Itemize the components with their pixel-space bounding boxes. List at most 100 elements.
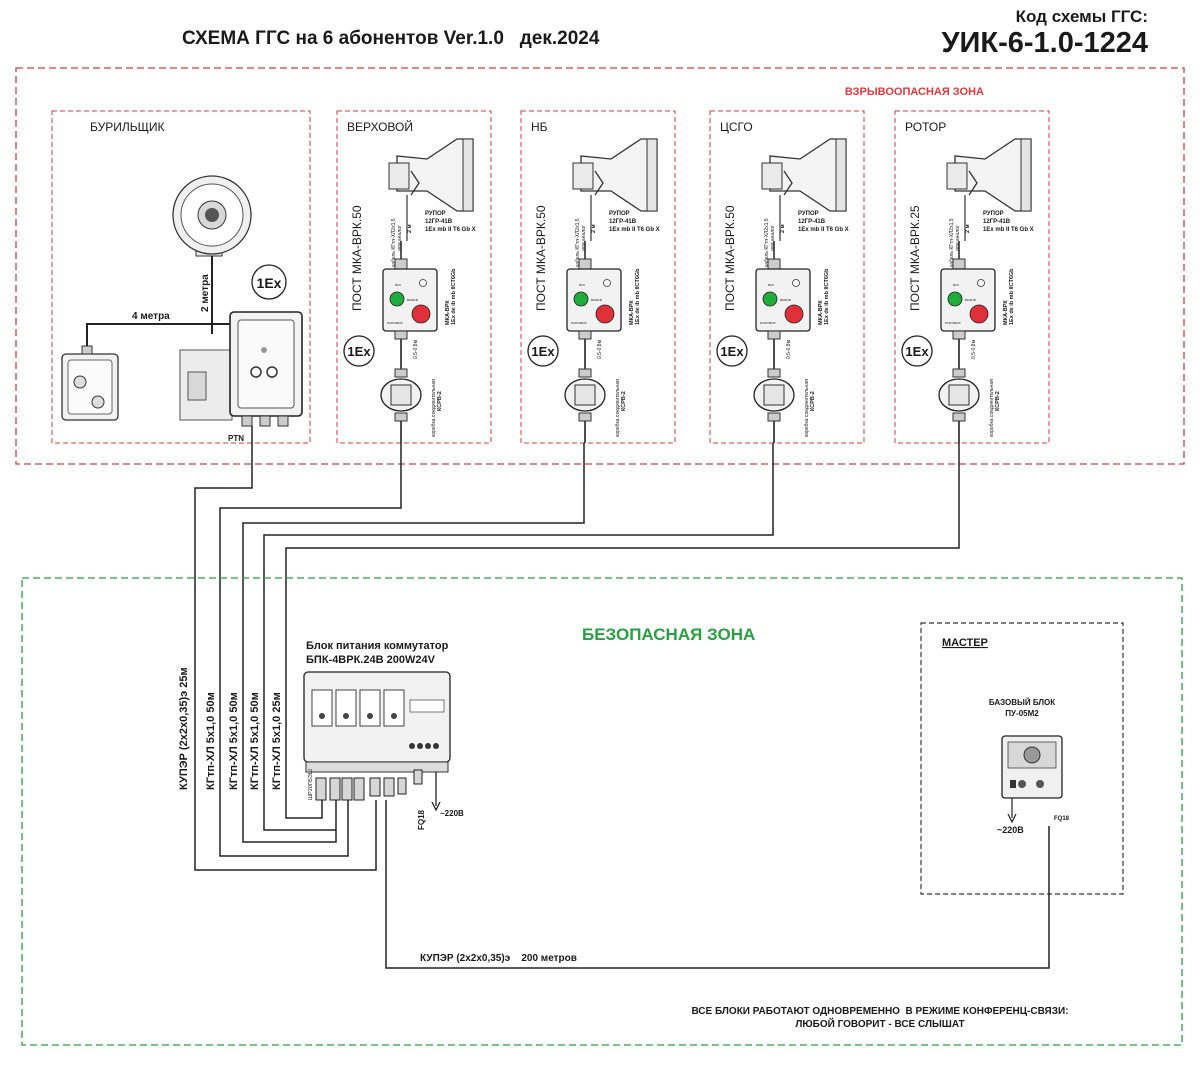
post-block-3: ЦСГО ПОСТ МКА-ВРК.50 РУПОР 12ГР-41В 1Ex … [709,110,865,444]
post-btn-top: ВКЛ [768,283,774,287]
post-horn-title: РУПОР [983,211,1004,217]
junction-icon [938,368,980,422]
horn-icon [572,138,658,241]
post-cable-note: или аналог [581,225,587,251]
post-junction-model: КСРВ-2 [437,391,443,411]
cable-post-1 [219,443,402,857]
hazard-zone-title: ВЗРЫВООПАСНАЯ ЗОНА [845,86,984,98]
master-fq18-label: FQ18 [1054,816,1070,822]
post-ex-mark [527,335,559,367]
junction-icon [753,368,795,422]
bpk-power-label: ~220В [440,809,464,818]
driller-cable-2m: 2 метра [200,274,211,312]
cable-label-2: КГтп-ХЛ 5х1,0 50м [205,692,217,790]
horn-icon [946,138,1032,241]
post-name: НБ [531,120,548,134]
post-mka-model: МКА-ВРК [629,300,635,325]
post-btn-green: ВЫЗОВ [407,298,418,302]
post-model-label: ПОСТ МКА-ВРК.25 [908,205,922,311]
cable-post-3 [263,443,774,831]
post-junction-model: КСРВ-2 [621,391,627,411]
post-btn-red: РАЗГОВОР [945,321,961,325]
post-cable-spec: кабель КГтп-ХЛ2х1,5 [391,218,397,267]
master-power-label: ~220В [997,825,1024,835]
post-cable-spec: кабель КГтп-ХЛ2х1,5 [949,218,955,267]
post-cable-spec: кабель КГтп-ХЛ2х1,5 [764,218,770,267]
safe-zone-title: БЕЗОПАСНАЯ ЗОНА [582,625,755,644]
master-base-unit-icon [1001,735,1063,799]
mka-icon [940,268,996,332]
post-model-label: ПОСТ МКА-ВРК.50 [723,205,737,311]
bpk-title-2: БПК-4ВРК.24В 200W24V [306,654,436,666]
post-border [894,110,1050,444]
post-mka-model: МКА-ВРК [445,300,451,325]
post-horn-title: РУПОР [609,211,630,217]
post-cable-len: 2 м [407,224,413,233]
post-junction: коробка соединительная [615,379,621,437]
safe-zone-border [21,577,1183,1046]
driller-ex-text: 1Ex [257,275,282,291]
post-junction: коробка соединительная [804,379,810,437]
post-horn-ex: 1Ex mb II T6 Gb X [425,227,476,233]
post-cable-spec: кабель КГтп-ХЛ2х1,5 [575,218,581,267]
driller-cable-4m: 4 метра [132,311,170,322]
post-ex-mark [901,335,933,367]
post-btn-red: РАЗГОВОР [571,321,587,325]
post-block-1: ВЕРХОВОЙ ПОСТ МКА-ВРК.50 РУПОР 12ГР-41В … [336,110,492,444]
post-btn-red: РАЗГОВОР [760,321,776,325]
cable-master [385,800,1050,969]
post-junction-model: КСРВ-2 [810,391,816,411]
post-name: ВЕРХОВОЙ [347,119,413,134]
note-line-1: ВСЕ БЛОКИ РАБОТАЮТ ОДНОВРЕМЕННО В РЕЖИМЕ… [691,1006,1068,1017]
post-cable-note: или аналог [955,225,961,251]
post-junction: коробка соединительная [989,379,995,437]
post-ex-text: 1Ex [905,344,929,359]
cable-driller [194,426,377,871]
junction-icon [564,368,606,422]
cable-post-2 [242,443,585,843]
post-junction-model: КСРВ-2 [995,391,1001,411]
post-block-2: НБ ПОСТ МКА-ВРК.50 РУПОР 12ГР-41В 1Ex mb… [520,110,676,444]
bpk-fq18-label: FQ18 [417,809,426,830]
schema-title: СХЕМА ГГС на 6 абонентов Ver.1.0 дек.202… [182,28,600,49]
post-mka-ex: 1Ex de ib mb IICT6Gb [451,268,457,325]
master-base-unit-2: ПУ-05М2 [1005,709,1039,718]
post-length-range: 0,5-0,8м [413,339,419,359]
post-horn-ex: 1Ex mb II T6 Gb X [609,227,660,233]
cable-label-4: КГтп-ХЛ 5х1,0 50м [249,692,261,790]
cable-label-5: КГтп-ХЛ 5х1,0 25м [271,692,283,790]
post-ex-text: 1Ex [720,344,744,359]
post-btn-top: ВКЛ [395,283,401,287]
round-speaker-icon [172,175,252,257]
bpk-connectors [315,769,423,801]
post-junction: коробка соединительная [431,379,437,437]
post-horn-model: 12ГР-41В [609,219,637,225]
post-btn-top: ВКЛ [953,283,959,287]
post-ex-mark [716,335,748,367]
post-border [336,110,492,444]
post-btn-green: ВЫЗОВ [780,298,791,302]
post-length-range: 0,5-0,8м [786,339,792,359]
schema-code-label: Код схемы ГГС: [1016,7,1148,26]
post-name: ЦСГО [720,120,753,134]
cable-post-4 [285,443,960,819]
cable-label-1: КУПЭР (2х2х0,35)э 25м [178,667,190,790]
post-model-label: ПОСТ МКА-ВРК.50 [534,205,548,311]
posts-layer: ВЕРХОВОЙ ПОСТ МКА-ВРК.50 РУПОР 12ГР-41В … [336,110,1050,444]
driller-ptn-label: PTN [228,434,244,443]
post-horn-title: РУПОР [425,211,446,217]
schema-code-value: УИК-6-1.0-1224 [941,27,1148,59]
post-cable-note: или аналог [770,225,776,251]
post-ex-mark [343,335,375,367]
post-mka-model: МКА-ВРК [818,300,824,325]
post-horn-model: 12ГР-41В [798,219,826,225]
post-mka-ex: 1Ex de ib mb IICT6Gb [1009,268,1015,325]
bpk-title-1: Блок питания коммутатор [306,640,449,652]
post-horn-model: 12ГР-41В [983,219,1011,225]
post-border [709,110,865,444]
horn-icon [761,138,847,241]
mka-icon [566,268,622,332]
driller-border [51,110,311,444]
post-mka-ex: 1Ex de ib mb IICT6Gb [635,268,641,325]
